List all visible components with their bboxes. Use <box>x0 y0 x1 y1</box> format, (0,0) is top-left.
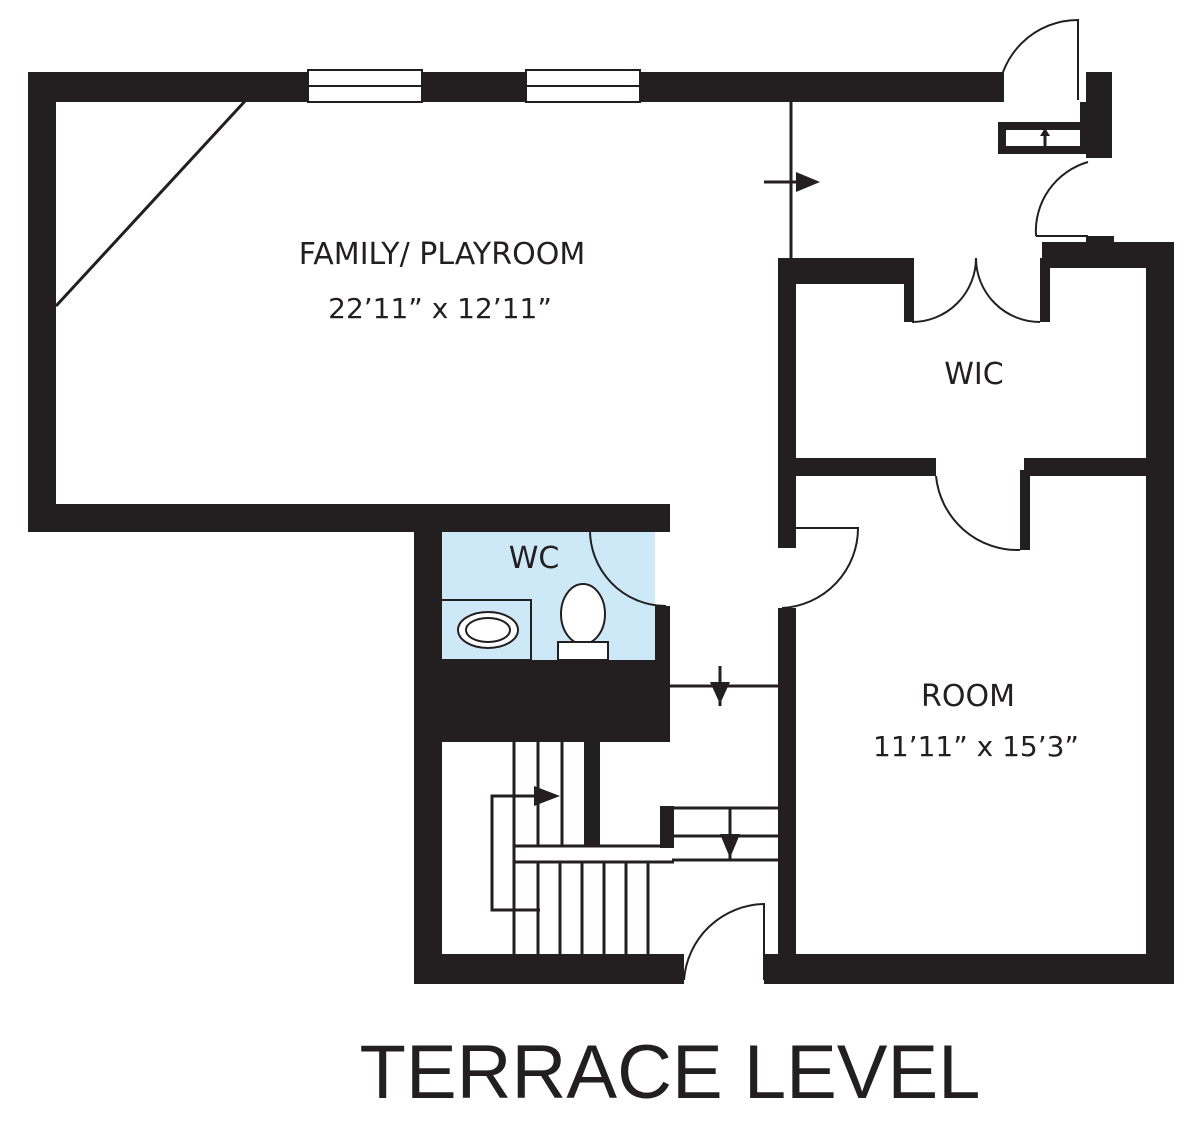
door-swings <box>588 18 1089 981</box>
vanity <box>440 599 532 661</box>
exterior-walls <box>28 72 1174 984</box>
door-wic-room <box>935 475 1021 552</box>
room-dims-room: 11’11” x 15’3” <box>873 730 1079 763</box>
arrow-up-icon <box>1040 128 1050 136</box>
wc-fixtures <box>440 583 609 661</box>
door-entry-top <box>997 18 1079 101</box>
room-label-room: ROOM <box>921 679 1015 714</box>
door-wic-double <box>911 257 1041 323</box>
room-label-wc: WC <box>509 541 560 576</box>
windows <box>307 69 641 103</box>
arrow-right-icon <box>534 786 560 806</box>
door-wc <box>588 527 667 607</box>
door-exterior-bottom <box>683 902 765 981</box>
level-title: TERRACE LEVEL <box>360 1030 981 1115</box>
door-entry-side <box>1034 161 1089 237</box>
door-room <box>781 527 860 609</box>
arrow-right-icon <box>796 172 820 192</box>
room-dims-family: 22’11” x 12’11” <box>328 292 552 325</box>
arrow-down-icon <box>720 834 740 858</box>
room-label-wic: WIC <box>944 357 1003 392</box>
stairs <box>490 130 1047 954</box>
arrow-down-icon <box>710 682 730 704</box>
toilet-icon <box>560 583 606 645</box>
direction-arrows <box>534 128 1050 858</box>
room-label-family: FAMILY/ PLAYROOM <box>299 237 585 272</box>
interior-walls <box>441 102 1154 968</box>
